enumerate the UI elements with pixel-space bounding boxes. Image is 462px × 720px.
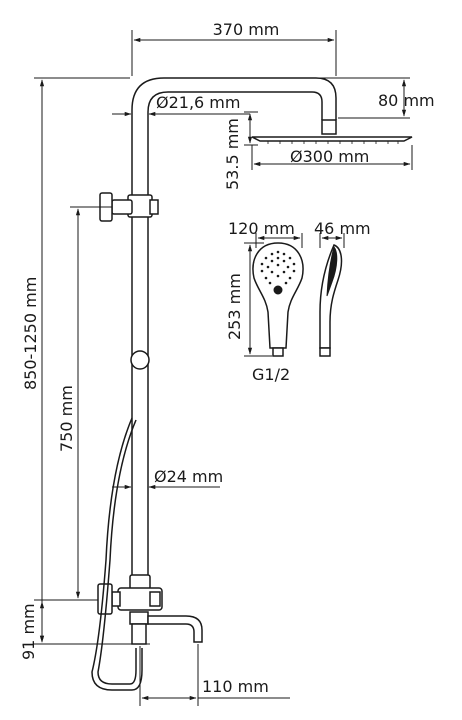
- label-46: 46 mm: [314, 219, 371, 238]
- mixer-left-nut: [111, 591, 121, 607]
- label-120: 120 mm: [228, 219, 295, 238]
- rain-shower-head: [251, 119, 413, 144]
- bracket-screw: [149, 199, 159, 215]
- label-300: Ø300 mm: [290, 147, 369, 166]
- label-53-5: 53.5 mm: [223, 118, 242, 190]
- dim-110: 110 mm: [139, 644, 290, 706]
- shower-riser: [127, 77, 337, 590]
- dim-370: 370 mm: [131, 20, 337, 76]
- hand-shower-side-outline: [319, 244, 343, 349]
- hand-shower-side-face: [326, 245, 338, 297]
- dim-46: 46 mm: [314, 219, 371, 248]
- dim-253: 253 mm: [225, 242, 272, 357]
- mixer-bottom-connector: [131, 623, 147, 645]
- label-370: 370 mm: [213, 20, 280, 39]
- head-nozzles: [267, 141, 399, 144]
- riser-pipe-outer: [131, 77, 337, 205]
- hand-shower-front: [252, 242, 304, 357]
- shower-hose: [91, 417, 143, 691]
- label-91: 91 mm: [19, 603, 38, 660]
- diverter-body: [111, 199, 133, 215]
- label-thread: G1/2: [252, 365, 290, 384]
- hand-shower-side: [319, 244, 343, 357]
- hand-shower-mode-button: [273, 285, 283, 295]
- riser-pipe-inner: [147, 91, 323, 205]
- bath-spout: [147, 615, 203, 643]
- dim-80: 80 mm: [316, 77, 435, 119]
- label-pipe-lower: Ø24 mm: [154, 467, 223, 486]
- label-750: 750 mm: [57, 385, 76, 452]
- label-pipe-top: Ø21,6 mm: [156, 93, 240, 112]
- shower-hose-inner: [97, 419, 137, 685]
- lower-joint: [129, 574, 151, 590]
- hand-shower-connector: [272, 347, 284, 357]
- hand-shower-nozzles: [260, 250, 296, 285]
- dim-pipe-lower: Ø24 mm: [112, 467, 223, 490]
- mixer-handle: [97, 583, 113, 615]
- label-80: 80 mm: [378, 91, 435, 110]
- mixer-right-nut: [149, 591, 161, 607]
- bath-mixer: [97, 583, 203, 645]
- dim-750: 750 mm: [57, 206, 112, 601]
- dim-91: 91 mm: [19, 599, 130, 660]
- label-110: 110 mm: [202, 677, 269, 696]
- dim-120: 120 mm: [228, 219, 303, 248]
- dim-300: Ø300 mm: [251, 145, 413, 170]
- label-850-1250: 850-1250 mm: [21, 277, 40, 390]
- height-adjust-knob: [130, 350, 150, 370]
- dim-53-5: 53.5 mm: [223, 111, 258, 190]
- label-253: 253 mm: [225, 273, 244, 340]
- mixer-outlet-block: [129, 611, 149, 625]
- head-connector: [321, 119, 337, 135]
- dim-850-1250: 850-1250 mm: [21, 77, 130, 643]
- dim-pipe-top: Ø21,6 mm: [112, 93, 250, 117]
- head-plate: [251, 136, 413, 142]
- hand-shower-side-connector: [319, 347, 331, 357]
